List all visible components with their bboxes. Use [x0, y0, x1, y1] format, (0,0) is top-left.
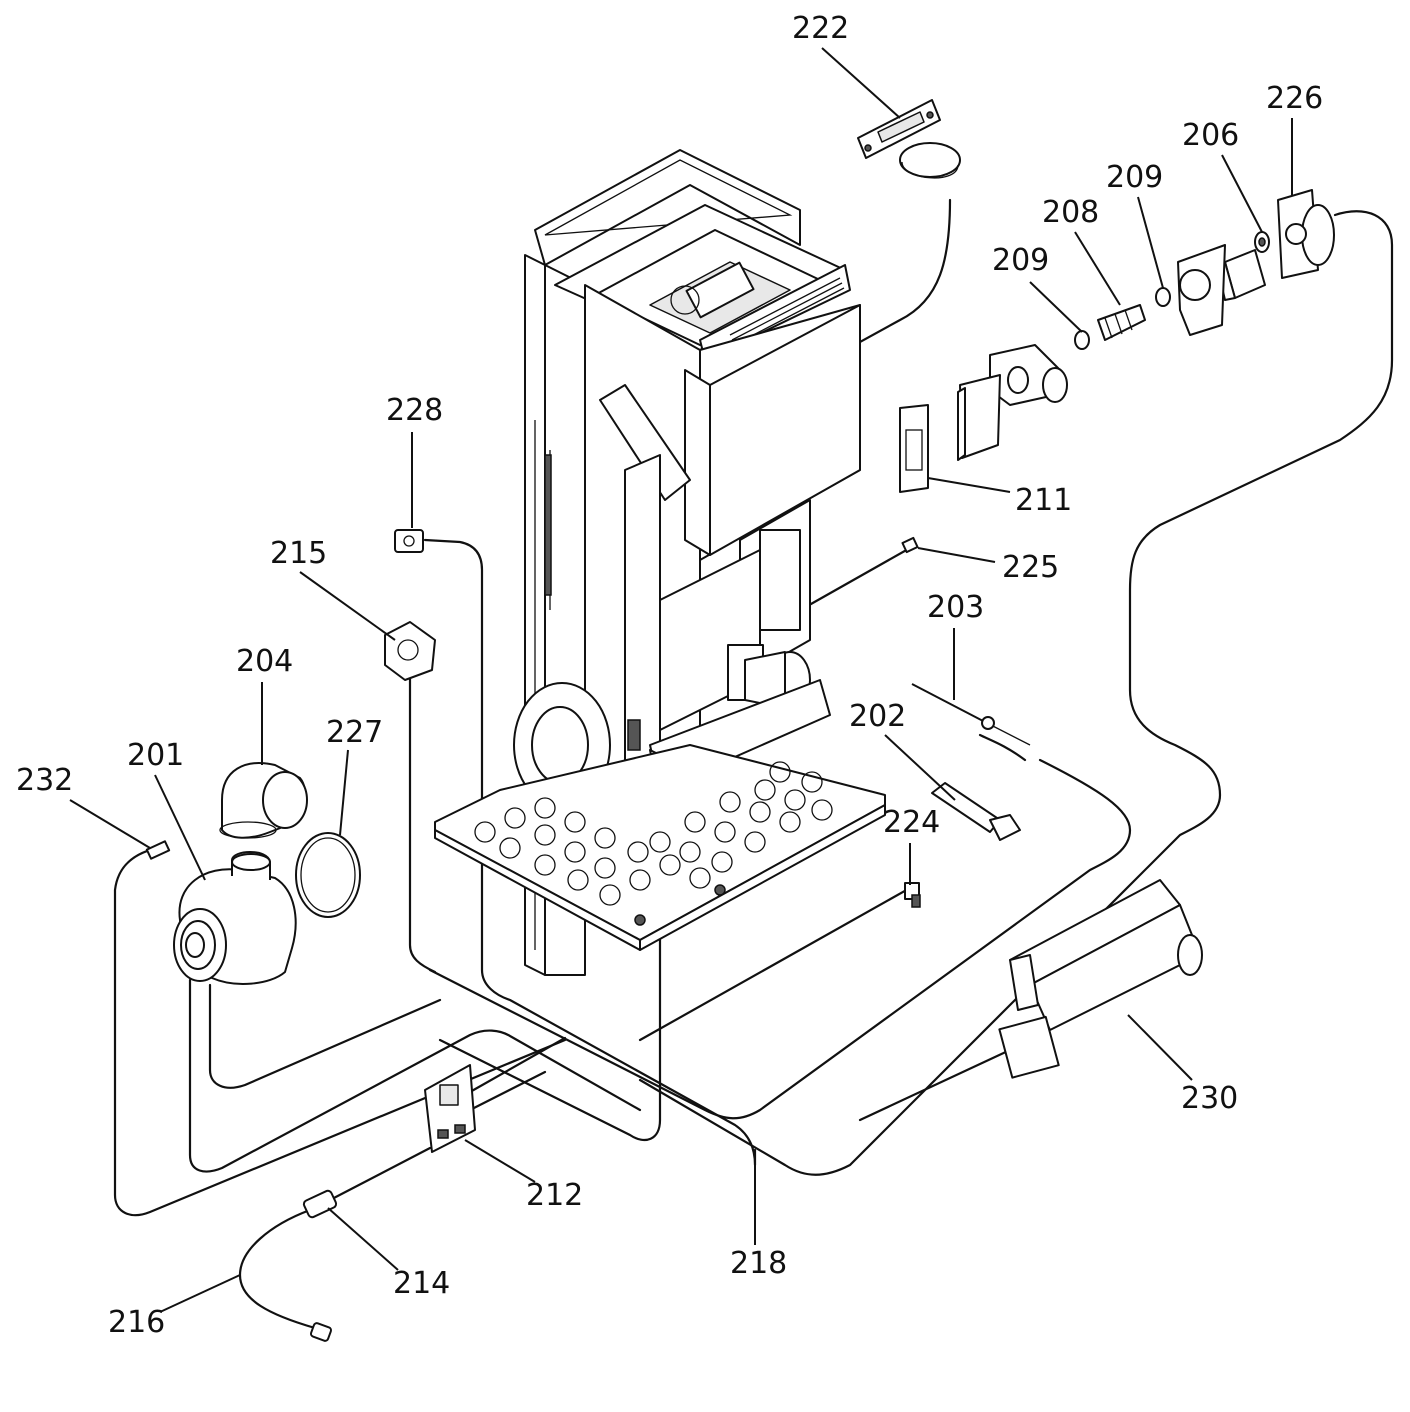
- callout-225: 225: [1002, 550, 1059, 585]
- stove-body: [513, 149, 861, 976]
- bearing-block: [1217, 249, 1266, 301]
- switch-215: [384, 621, 436, 681]
- callout-201: 201: [127, 738, 184, 773]
- plug-216: [309, 1322, 333, 1342]
- base-plate-holes: [474, 761, 833, 906]
- washer-209-lower: [1074, 330, 1090, 350]
- callouts: 222 226 206 209 208 209 211 228 225 215 …: [16, 11, 1323, 1340]
- sensor-232: [145, 840, 171, 860]
- sensor-225: [901, 536, 919, 554]
- washer-209-upper: [1155, 287, 1171, 307]
- callout-206: 206: [1182, 118, 1239, 153]
- gasket-211: [899, 404, 929, 493]
- callout-232: 232: [16, 763, 73, 798]
- base-plate: [434, 744, 886, 951]
- callout-228: 228: [386, 393, 443, 428]
- auger-screw-208: [1097, 304, 1146, 341]
- convection-fan-230: [998, 879, 1203, 1079]
- callout-212: 212: [526, 1178, 583, 1213]
- callout-218: 218: [730, 1246, 787, 1281]
- exhaust-blower-201: [173, 851, 297, 985]
- sensor-224: [904, 882, 921, 908]
- callout-214: 214: [393, 1266, 450, 1301]
- auger-motor-226: [1277, 189, 1335, 279]
- callout-209: 209: [1106, 160, 1163, 195]
- callout-204: 204: [236, 644, 293, 679]
- display-panel: [857, 99, 941, 159]
- callout-222: 222: [792, 11, 849, 46]
- callout-216: 216: [108, 1305, 165, 1340]
- probe-203: [911, 683, 1031, 746]
- wiring-harness: [113, 198, 1394, 1330]
- callout-227: 227: [326, 715, 383, 750]
- motor-bracket: [1177, 244, 1226, 336]
- gasket-ring-227: [295, 832, 361, 918]
- callout-226: 226: [1266, 81, 1323, 116]
- callout-211: 211: [1015, 483, 1072, 518]
- hopper-plate: [957, 374, 1001, 461]
- elbow-204: [219, 762, 308, 839]
- callout-209: 209: [992, 243, 1049, 278]
- washer-206: [1254, 231, 1270, 253]
- callout-230: 230: [1181, 1081, 1238, 1116]
- callout-202: 202: [849, 699, 906, 734]
- callout-208: 208: [1042, 195, 1099, 230]
- callout-224: 224: [883, 805, 940, 840]
- fuse-holder-214: [302, 1189, 338, 1219]
- callout-203: 203: [927, 590, 984, 625]
- auger-tube: [989, 344, 1068, 406]
- leader-lines: [69, 47, 1293, 1313]
- sensor-228: [394, 529, 424, 553]
- callout-215: 215: [270, 536, 327, 571]
- display-ring: [899, 142, 961, 179]
- control-board-212: [424, 1064, 476, 1153]
